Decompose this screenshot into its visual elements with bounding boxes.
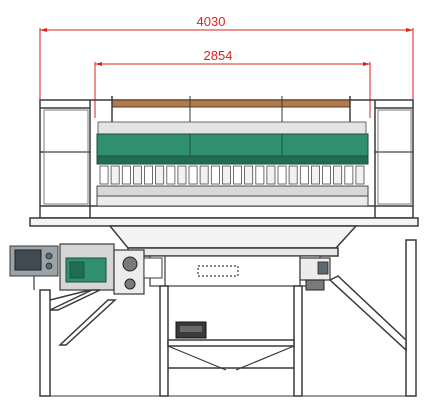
control-panel (9, 245, 59, 290)
lower-chute-band (96, 185, 369, 207)
ejector-column (355, 165, 365, 185)
ejector-column (277, 165, 287, 185)
feeder-row (97, 121, 367, 135)
inner-width-dimension (94, 62, 371, 118)
ejector-columns (99, 165, 365, 185)
right-guard-panel (377, 109, 412, 205)
ejector-column (210, 165, 220, 185)
drive-motor-unit (59, 243, 163, 295)
ejector-column (288, 165, 298, 185)
green-panel-band (96, 133, 369, 165)
ejector-column (344, 165, 354, 185)
ejector-column (255, 165, 265, 185)
ejector-column (155, 165, 165, 185)
ejector-column (99, 165, 109, 185)
ejector-column (322, 165, 332, 185)
inner-width-label: 2854 (204, 48, 233, 63)
ejector-column (233, 165, 243, 185)
ejector-column (244, 165, 254, 185)
overall-width-label: 4030 (197, 14, 226, 29)
ejector-column (132, 165, 142, 185)
ejector-column (144, 165, 154, 185)
right-side-device (299, 257, 331, 291)
left-guard-panel (43, 109, 89, 205)
ejector-column (310, 165, 320, 185)
ejector-column (121, 165, 131, 185)
overall-width-dimension (39, 28, 414, 100)
ejector-column (177, 165, 187, 185)
cross-braces (167, 345, 295, 371)
ejector-column (333, 165, 343, 185)
control-screen (14, 249, 42, 271)
main-deck (29, 217, 419, 257)
ejector-column (266, 165, 276, 185)
ejector-column (299, 165, 309, 185)
collection-bin (175, 321, 207, 339)
lower-hopper-body (149, 255, 321, 287)
ejector-column (110, 165, 120, 185)
ejector-column (221, 165, 231, 185)
ejector-column (188, 165, 198, 185)
ejector-column (166, 165, 176, 185)
ejector-column (199, 165, 209, 185)
